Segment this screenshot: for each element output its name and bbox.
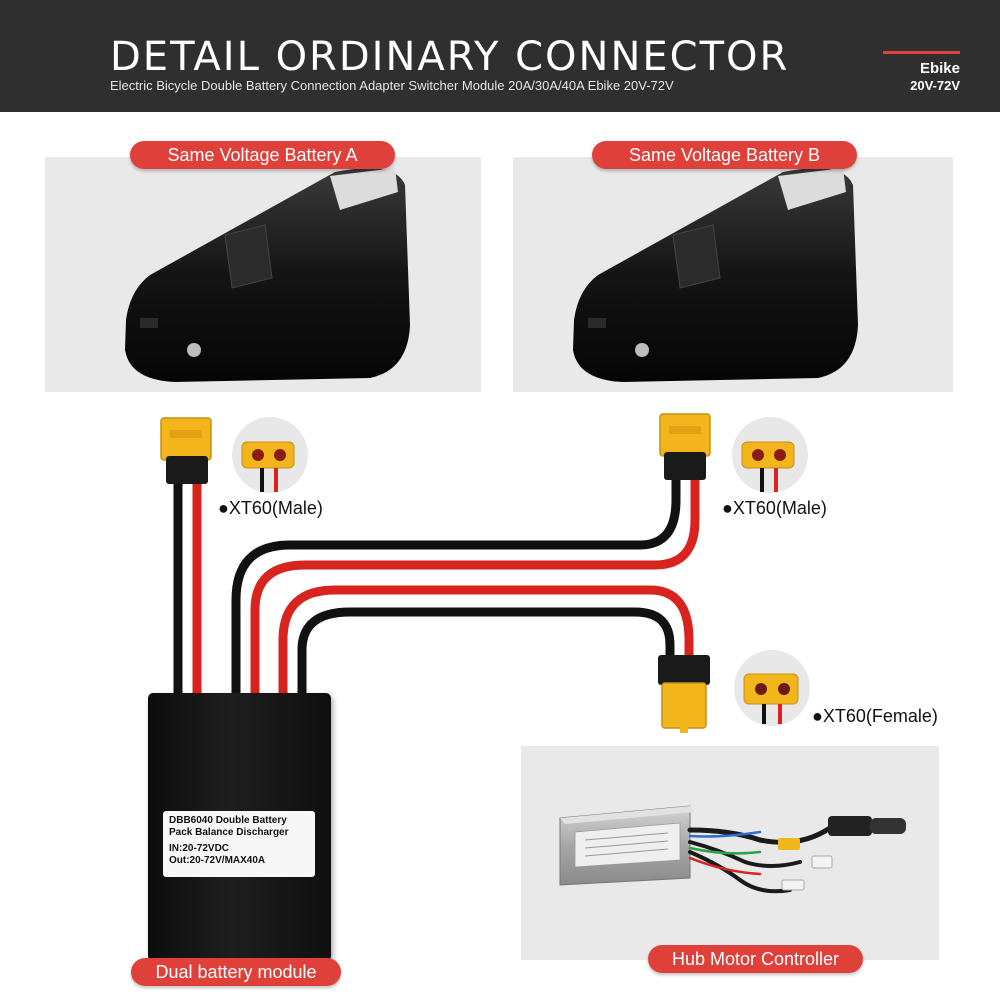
dual-battery-module: DBB6040 Double Battery Pack Balance Disc… bbox=[148, 693, 331, 961]
xt60-male-detail-a-icon bbox=[232, 417, 308, 493]
battery-b-image bbox=[573, 168, 858, 382]
xt60-male-label-a: ●XT60(Male) bbox=[218, 498, 323, 518]
battery-a-image bbox=[125, 168, 410, 382]
battery-a-label: Same Voltage Battery A bbox=[130, 141, 395, 169]
module-sticker-line: Pack Balance Discharger bbox=[169, 827, 289, 838]
page-title: DETAIL ORDINARY CONNECTOR bbox=[110, 34, 790, 80]
module-sticker: DBB6040 Double Battery Pack Balance Disc… bbox=[163, 811, 315, 877]
hub-motor-controller-label: Hub Motor Controller bbox=[648, 945, 863, 973]
xt60-female-connector bbox=[658, 655, 710, 733]
brand-voltage-range: 20V-72V bbox=[910, 78, 960, 93]
module-sticker-line: Out:20-72V/MAX40A bbox=[169, 855, 266, 866]
wire-battery-a bbox=[173, 475, 202, 705]
xt60-male-connector-b bbox=[659, 413, 711, 480]
xt60-male-label-b: ●XT60(Male) bbox=[722, 498, 827, 518]
dual-battery-module-label: Dual battery module bbox=[131, 958, 341, 986]
xt60-male-detail-b-icon bbox=[732, 417, 808, 493]
battery-b-label: Same Voltage Battery B bbox=[592, 141, 857, 169]
brand-name: Ebike bbox=[919, 60, 960, 77]
module-sticker-line: DBB6040 Double Battery bbox=[169, 815, 287, 826]
xt60-female-detail-icon bbox=[734, 650, 810, 726]
hub-motor-controller-image bbox=[559, 805, 906, 894]
page-subtitle: Electric Bicycle Double Battery Connecti… bbox=[110, 78, 674, 93]
xt60-female-label: ●XT60(Female) bbox=[812, 706, 938, 726]
wire-output bbox=[278, 585, 694, 705]
wire-battery-b bbox=[231, 473, 700, 705]
brand-accent-line bbox=[883, 51, 960, 54]
xt60-male-connector-a bbox=[160, 417, 212, 484]
header-banner: DETAIL ORDINARY CONNECTOR Electric Bicyc… bbox=[0, 0, 1000, 112]
module-sticker-line: IN:20-72VDC bbox=[169, 843, 230, 854]
